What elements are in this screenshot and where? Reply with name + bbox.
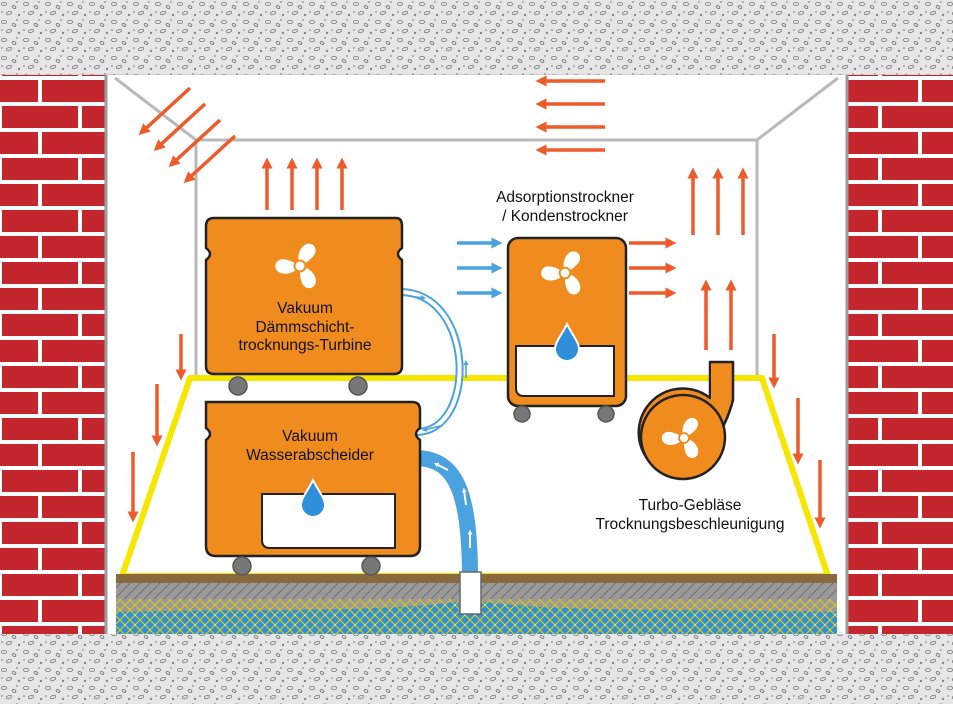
- label-blower-line-1: Turbo-Gebläse: [638, 497, 742, 514]
- adsorption-condensation-dryer: [506, 236, 628, 423]
- left-brick-wall: [0, 75, 106, 634]
- water-layer: [116, 600, 837, 634]
- floor-drill-inlet: [459, 571, 482, 615]
- ceiling-concrete: [0, 0, 953, 75]
- label-turbine-line-3: trocknungs-Turbine: [238, 337, 372, 355]
- label-blower: Turbo-Gebläse Trocknungsbeschleunigung: [560, 497, 820, 534]
- turbo-blower: [637, 360, 735, 481]
- label-separator-line-1: Vakuum: [282, 428, 338, 445]
- caster-wheel-icon: [597, 405, 615, 423]
- label-turbine: Vakuum Dämmschicht- trocknungs-Turbine: [210, 300, 400, 356]
- airflow-arrows-ceiling-top: [535, 75, 605, 156]
- airflow-arrows-left-wall-down: [127, 334, 187, 523]
- label-separator-line-2: Wasserabscheider: [246, 446, 374, 464]
- ground-concrete: [0, 634, 953, 704]
- water-suction-hose: [414, 450, 478, 579]
- airflow-arrows-right-wall-up: [687, 167, 749, 350]
- label-dryer: Adsorptionstrockner / Kondenstrockner: [470, 189, 660, 226]
- right-brick-wall: [847, 75, 953, 634]
- caster-wheel-icon: [513, 405, 531, 423]
- insulation-drying-turbine: [204, 216, 404, 396]
- air-hose-loop: [399, 288, 469, 436]
- label-blower-line-2: Trocknungsbeschleunigung: [595, 515, 785, 533]
- label-dryer-line-2: / Kondenstrockner: [502, 207, 628, 225]
- airflow-arrows-turbine-exhaust: [261, 157, 348, 210]
- water-separator: [204, 400, 422, 576]
- airflow-arrows-dryer-exhaust: [629, 237, 677, 299]
- caster-wheel-icon: [228, 376, 248, 396]
- caster-wheel-icon: [361, 556, 381, 576]
- airflow-arrows-dryer-intake: [457, 237, 503, 299]
- room-perspective: [114, 76, 839, 378]
- airflow-arrows-ceiling-left: [138, 86, 237, 184]
- label-separator: Vakuum Wasserabscheider: [215, 428, 405, 465]
- label-turbine-line-2: Dämmschicht-: [255, 318, 355, 336]
- caster-wheel-icon: [232, 556, 252, 576]
- label-dryer-line-1: Adsorptionstrockner: [496, 189, 634, 206]
- airflow-arrows-right-wall-down: [768, 334, 826, 529]
- caster-wheel-icon: [348, 376, 368, 396]
- label-turbine-line-1: Vakuum: [277, 300, 333, 317]
